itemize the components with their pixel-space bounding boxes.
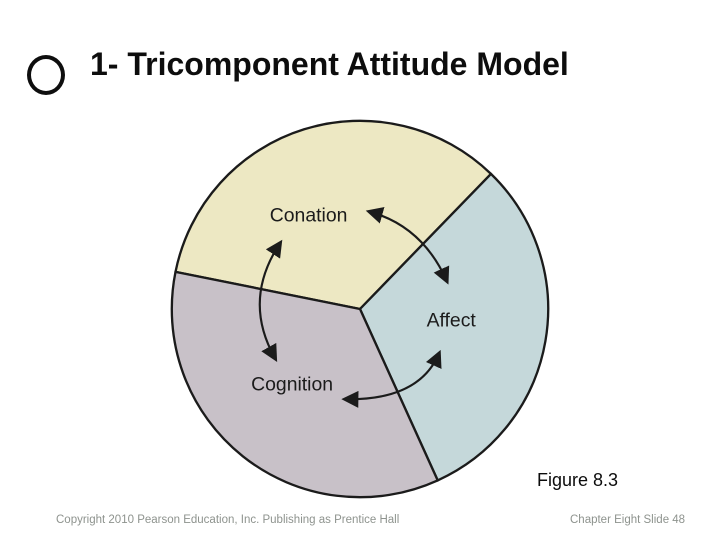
arrow-cognition-affect: [341, 349, 442, 408]
arrow-conation-affect: [365, 207, 450, 285]
pie-slice-conation: [174, 119, 493, 311]
arrow-conation-cognition: [258, 239, 283, 362]
footer-slide-label: Chapter Eight Slide 48: [570, 514, 686, 526]
pie-chart-svg: Conation Affect Cognition: [170, 119, 550, 499]
footer-copyright: Copyright 2010 Pearson Education, Inc. P…: [56, 514, 400, 526]
pie-label-affect: Affect: [427, 309, 477, 331]
tricomponent-pie-diagram: Conation Affect Cognition: [166, 115, 554, 503]
pie-label-cognition: Cognition: [251, 373, 333, 395]
slide-title: 1- Tricomponent Attitude Model: [90, 46, 569, 82]
pie-label-conation: Conation: [270, 205, 348, 227]
figure-caption: Figure 8.3: [537, 470, 619, 490]
pie-slice-cognition: [170, 270, 439, 499]
bullet-circle-icon: [27, 55, 65, 95]
